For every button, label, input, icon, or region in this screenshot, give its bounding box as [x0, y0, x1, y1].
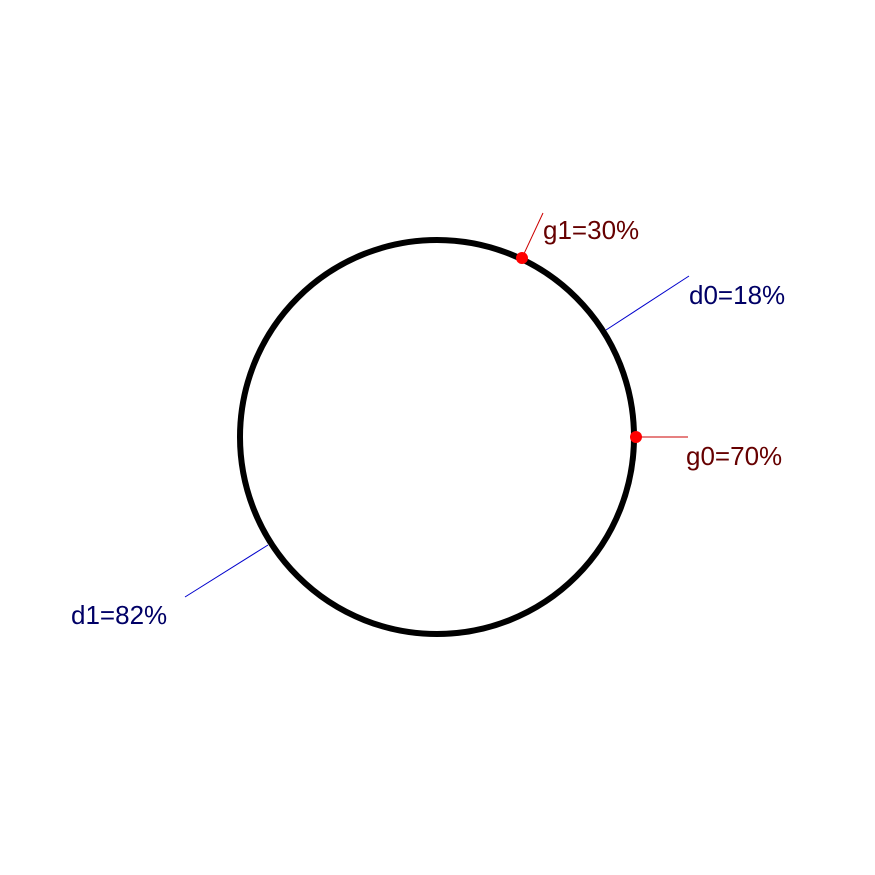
d0-label: d0=18% [689, 280, 785, 310]
d1-leader-line [184, 544, 269, 598]
g1-label: g1=30% [543, 215, 639, 245]
main-circle [237, 237, 637, 637]
g0-marker [630, 431, 642, 443]
d1-label: d1=82% [71, 600, 167, 630]
g1-marker [516, 252, 528, 264]
g1-leader-line [521, 212, 544, 259]
d0-leader-line [605, 275, 690, 331]
g0-label: g0=70% [686, 441, 782, 471]
